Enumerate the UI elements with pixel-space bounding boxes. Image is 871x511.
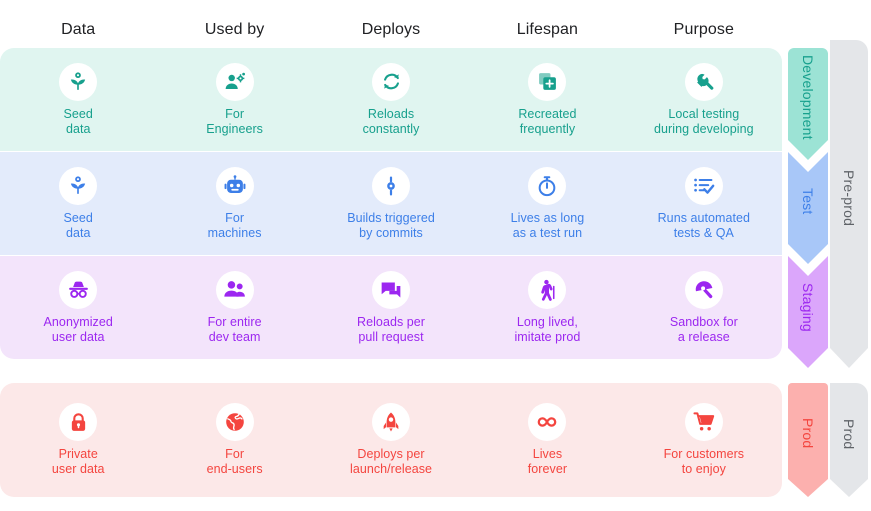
cell-staging-used-by: For entire dev team [156, 270, 312, 345]
refresh-loop-icon [372, 62, 411, 101]
tab-shape [788, 256, 828, 368]
cell-label: For end-users [206, 447, 263, 476]
stage-tab-development[interactable]: Development [788, 48, 828, 160]
tab-shape [788, 383, 828, 497]
cell-prod-used-by: For end-users [156, 403, 312, 477]
cell-staging-lifespan: Long lived, imitate prod [469, 270, 625, 345]
cell-label: Builds triggered by commits [347, 210, 435, 240]
cell-label: Seed data [63, 106, 93, 136]
checklist-icon [684, 166, 723, 205]
infinity-icon [528, 403, 567, 441]
pull-request-chat-icon [372, 270, 411, 309]
row-prod: Private user data For end-users Deploys … [0, 383, 782, 497]
robot-icon [215, 166, 254, 205]
cell-prod-purpose: For customers to enjoy [626, 403, 782, 477]
cell-staging-purpose: Sandbox for a release [626, 270, 782, 345]
cell-test-purpose: Runs automated tests & QA [626, 166, 782, 241]
cell-development-purpose: Local testing during developing [626, 62, 782, 137]
stage-tab-label: Development [800, 54, 816, 140]
incognito-icon [59, 270, 98, 309]
cell-label: Private user data [51, 447, 105, 476]
stage-tab-label: Prod [800, 417, 816, 449]
globe-icon [215, 403, 254, 441]
cell-label: Lives as long as a test run [510, 210, 585, 240]
cell-test-data: Seed data [0, 166, 156, 241]
cell-prod-lifespan: Lives forever [469, 403, 625, 477]
cell-label: For entire dev team [207, 314, 262, 344]
cell-label: Recreated frequently [518, 106, 577, 136]
cell-label: For machines [207, 210, 262, 240]
cell-test-deploys: Builds triggered by commits [313, 166, 469, 241]
row-test: Seed data For machines Builds triggered … [0, 152, 782, 255]
group-label: Pre-prod [841, 169, 857, 227]
cell-label: For Engineers [206, 106, 263, 136]
row-staging: Anonymized user data For entire dev team… [0, 256, 782, 359]
cell-test-used-by: For machines [156, 166, 312, 241]
cell-label: Seed data [63, 210, 93, 240]
stage-tab-label: Test [800, 187, 816, 215]
column-header-used-by: Used by [204, 21, 265, 38]
tab-shape [788, 48, 828, 160]
column-header-lifespan: Lifespan [516, 21, 579, 38]
beach-umbrella-icon [684, 270, 723, 309]
cell-label: Reloads constantly [362, 106, 420, 136]
cell-prod-data: Private user data [0, 403, 156, 477]
column-headers: Data Used by Deploys Lifespan Purpose [0, 14, 782, 46]
group-shape [830, 40, 868, 368]
shopping-cart-icon [684, 403, 723, 441]
cell-staging-deploys: Reloads per pull request [313, 270, 469, 345]
wrench-icon [684, 62, 723, 101]
copy-add-icon [528, 62, 567, 101]
engineer-person-gear-icon [215, 62, 254, 101]
pre-prod-card: Seed data For Engineers Reloads constant… [0, 48, 782, 359]
cell-prod-deploys: Deploys per launch/release [313, 403, 469, 477]
cell-development-data: Seed data [0, 62, 156, 137]
row-development: Seed data For Engineers Reloads constant… [0, 48, 782, 151]
cell-label: Reloads per pull request [357, 314, 425, 344]
stage-tab-label: Staging [800, 283, 816, 332]
stage-tab-staging[interactable]: Staging [788, 256, 828, 373]
cell-label: Lives forever [527, 447, 568, 476]
column-header-data: Data [61, 21, 96, 38]
cell-test-lifespan: Lives as long as a test run [469, 166, 625, 241]
cell-development-deploys: Reloads constantly [313, 62, 469, 137]
group-label: Prod [841, 418, 857, 450]
column-header-deploys: Deploys [361, 21, 421, 38]
cell-label: Local testing during developing [654, 106, 754, 136]
lock-icon [59, 403, 98, 441]
rocket-icon [372, 403, 411, 441]
seed-flower-icon [59, 62, 98, 101]
cell-label: For customers to enjoy [663, 447, 745, 476]
cell-label: Anonymized user data [43, 314, 113, 344]
group-shape [830, 383, 868, 497]
cell-label: Sandbox for a release [669, 314, 738, 344]
column-header-purpose: Purpose [673, 21, 734, 38]
seed-flower-icon [59, 166, 98, 205]
cell-development-lifespan: Recreated frequently [469, 62, 625, 137]
group-column-pre-prod: Pre-prod [830, 40, 868, 368]
cell-development-used-by: For Engineers [156, 62, 312, 137]
cell-label: Long lived, imitate prod [514, 314, 581, 344]
stage-tab-test[interactable]: Test [788, 152, 828, 264]
prod-card: Private user data For end-users Deploys … [0, 383, 782, 497]
group-column-prod: Prod [830, 383, 868, 497]
cell-label: Deploys per launch/release [350, 447, 433, 476]
tab-shape [788, 152, 828, 264]
cell-staging-data: Anonymized user data [0, 270, 156, 345]
people-group-icon [215, 270, 254, 309]
stopwatch-icon [528, 166, 567, 205]
cell-label: Runs automated tests & QA [657, 210, 751, 240]
stage-tab-prod[interactable]: Prod [788, 383, 828, 497]
elderly-person-icon [528, 270, 567, 309]
commit-node-icon [372, 166, 411, 205]
